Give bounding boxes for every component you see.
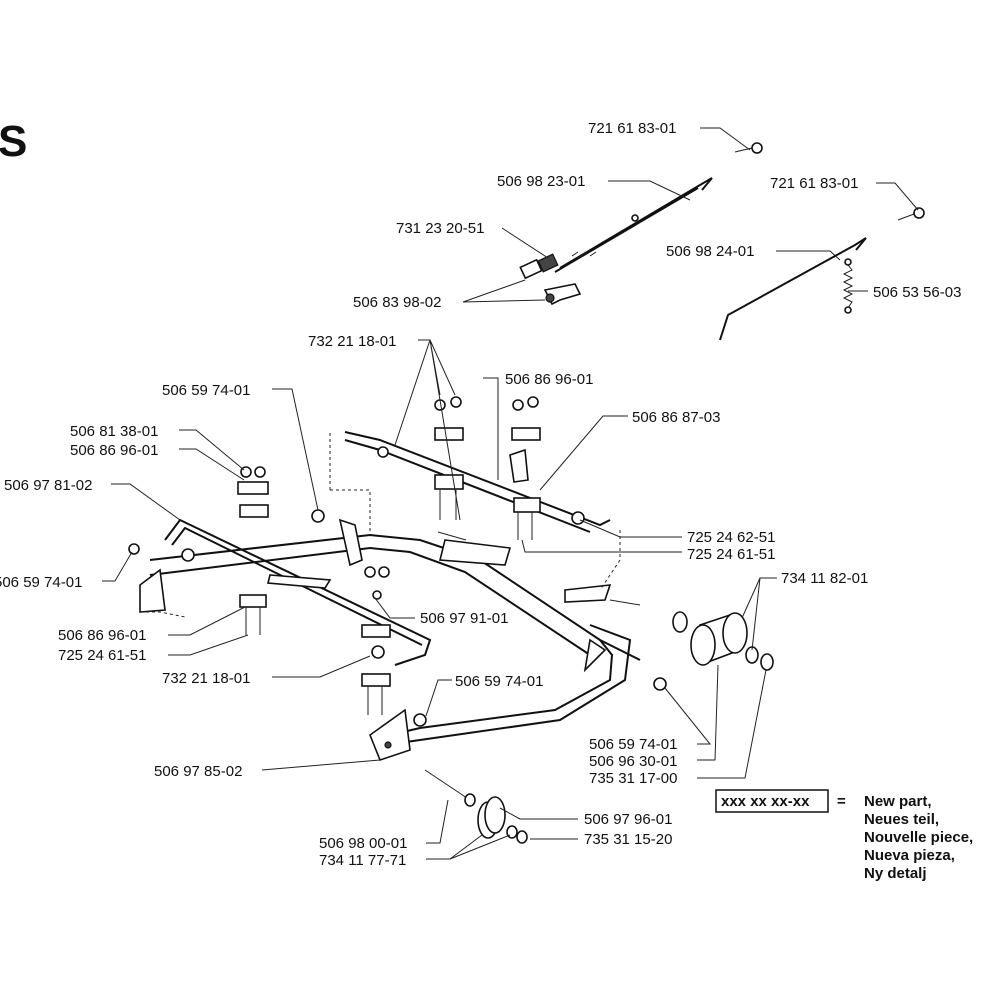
part-label: 506 59 74-01 [162,382,250,399]
part-label: 734 11 77-71 [319,852,406,869]
legend-line: Nueva pieza, [864,847,955,864]
legend-line: Nouvelle piece, [864,829,973,846]
leader-lines [102,127,919,860]
part-label: 725 24 61-51 [58,647,146,664]
part-label: 734 11 82-01 [781,570,868,587]
part-label: 506 98 24-01 [666,243,754,260]
part-label: 735 31 15-20 [584,831,672,848]
rollers [424,611,774,844]
part-label: 506 86 96-01 [70,442,158,459]
part-label: 732 21 18-01 [162,670,250,687]
page-title: S [0,117,27,166]
control-rod-assembly [519,142,925,341]
part-labels: 721 61 83-01 506 98 23-01 721 61 83-01 7… [0,120,961,869]
part-label: 506 59 74-01 [0,574,82,591]
cutter-deck-frame [139,431,641,761]
part-label: 506 83 98-02 [353,294,441,311]
part-label: 721 61 83-01 [770,175,858,192]
part-label: 735 31 17-00 [589,770,677,787]
legend-box [715,789,829,813]
legend-code: xxx xx xx-xx [721,793,810,810]
part-label: 506 53 56-03 [873,284,961,301]
part-label: 506 98 00-01 [319,835,407,852]
part-label: 506 96 30-01 [589,753,677,770]
part-label: 506 86 96-01 [505,371,593,388]
part-label: 506 86 96-01 [58,627,146,644]
part-label: 506 59 74-01 [455,673,543,690]
part-label: 721 61 83-01 [588,120,676,137]
part-label: 506 97 96-01 [584,811,672,828]
part-label: 506 59 74-01 [589,736,677,753]
part-label: 506 97 85-02 [154,763,242,780]
part-label: 506 86 87-03 [632,409,720,426]
part-label: 506 97 81-02 [4,477,92,494]
part-label: 506 97 91-01 [420,610,508,627]
part-label: 506 98 23-01 [497,173,585,190]
hardware [128,396,667,727]
legend-equals: = [837,793,846,810]
part-label: 506 81 38-01 [70,423,158,440]
part-label: 732 21 18-01 [308,333,396,350]
legend: xxx xx xx-xx = New part, Neues teil, Nou… [715,789,973,882]
legend-line: New part, [864,793,932,810]
part-label: 725 24 62-51 [687,529,775,546]
part-label: 731 23 20-51 [396,220,484,237]
legend-line: Ny detalj [864,865,927,882]
legend-line: Neues teil, [864,811,939,828]
part-label: 725 24 61-51 [687,546,775,563]
